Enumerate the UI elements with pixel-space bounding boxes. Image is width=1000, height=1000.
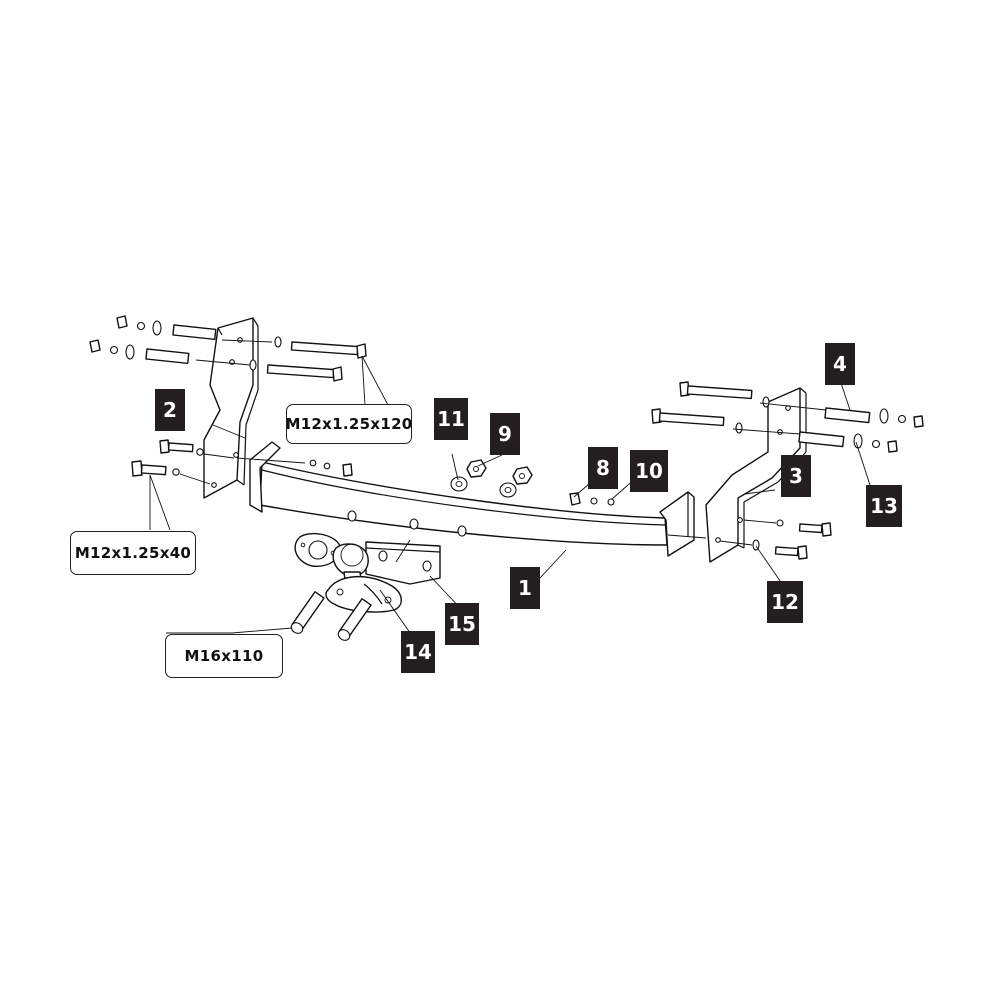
part-number-2: 2 <box>155 389 185 431</box>
spec-callout-m12x120: M12x1.25x120 <box>285 404 412 444</box>
spec-callout-m16x110: M16x110 <box>165 634 283 678</box>
center-fasteners <box>450 459 533 498</box>
tow-ball-assembly <box>294 532 402 613</box>
part-number-12: 12 <box>767 581 803 623</box>
part-number-8: 8 <box>588 447 618 489</box>
mounting-plate <box>365 541 441 585</box>
part-number-4: 4 <box>825 343 855 385</box>
ball-bolts <box>290 591 372 641</box>
left-upper-bolts <box>89 315 367 382</box>
part-number-9: 9 <box>490 413 520 455</box>
assembly-lines <box>149 339 871 638</box>
main-crossbar <box>249 441 695 557</box>
right-lower-bolts <box>752 519 832 560</box>
part-number-1: 1 <box>510 567 540 609</box>
part-number-15: 15 <box>445 603 479 645</box>
left-lower-bolts <box>131 439 353 477</box>
spec-callout-m12x40: M12x1.25x40 <box>70 531 196 575</box>
part-number-13: 13 <box>866 485 902 527</box>
part-number-14: 14 <box>401 631 435 673</box>
right-upper-bolts <box>651 381 924 453</box>
part-number-10: 10 <box>630 450 668 492</box>
part-number-11: 11 <box>434 398 468 440</box>
part-number-3: 3 <box>781 455 811 497</box>
fasteners-8-10 <box>569 492 615 506</box>
